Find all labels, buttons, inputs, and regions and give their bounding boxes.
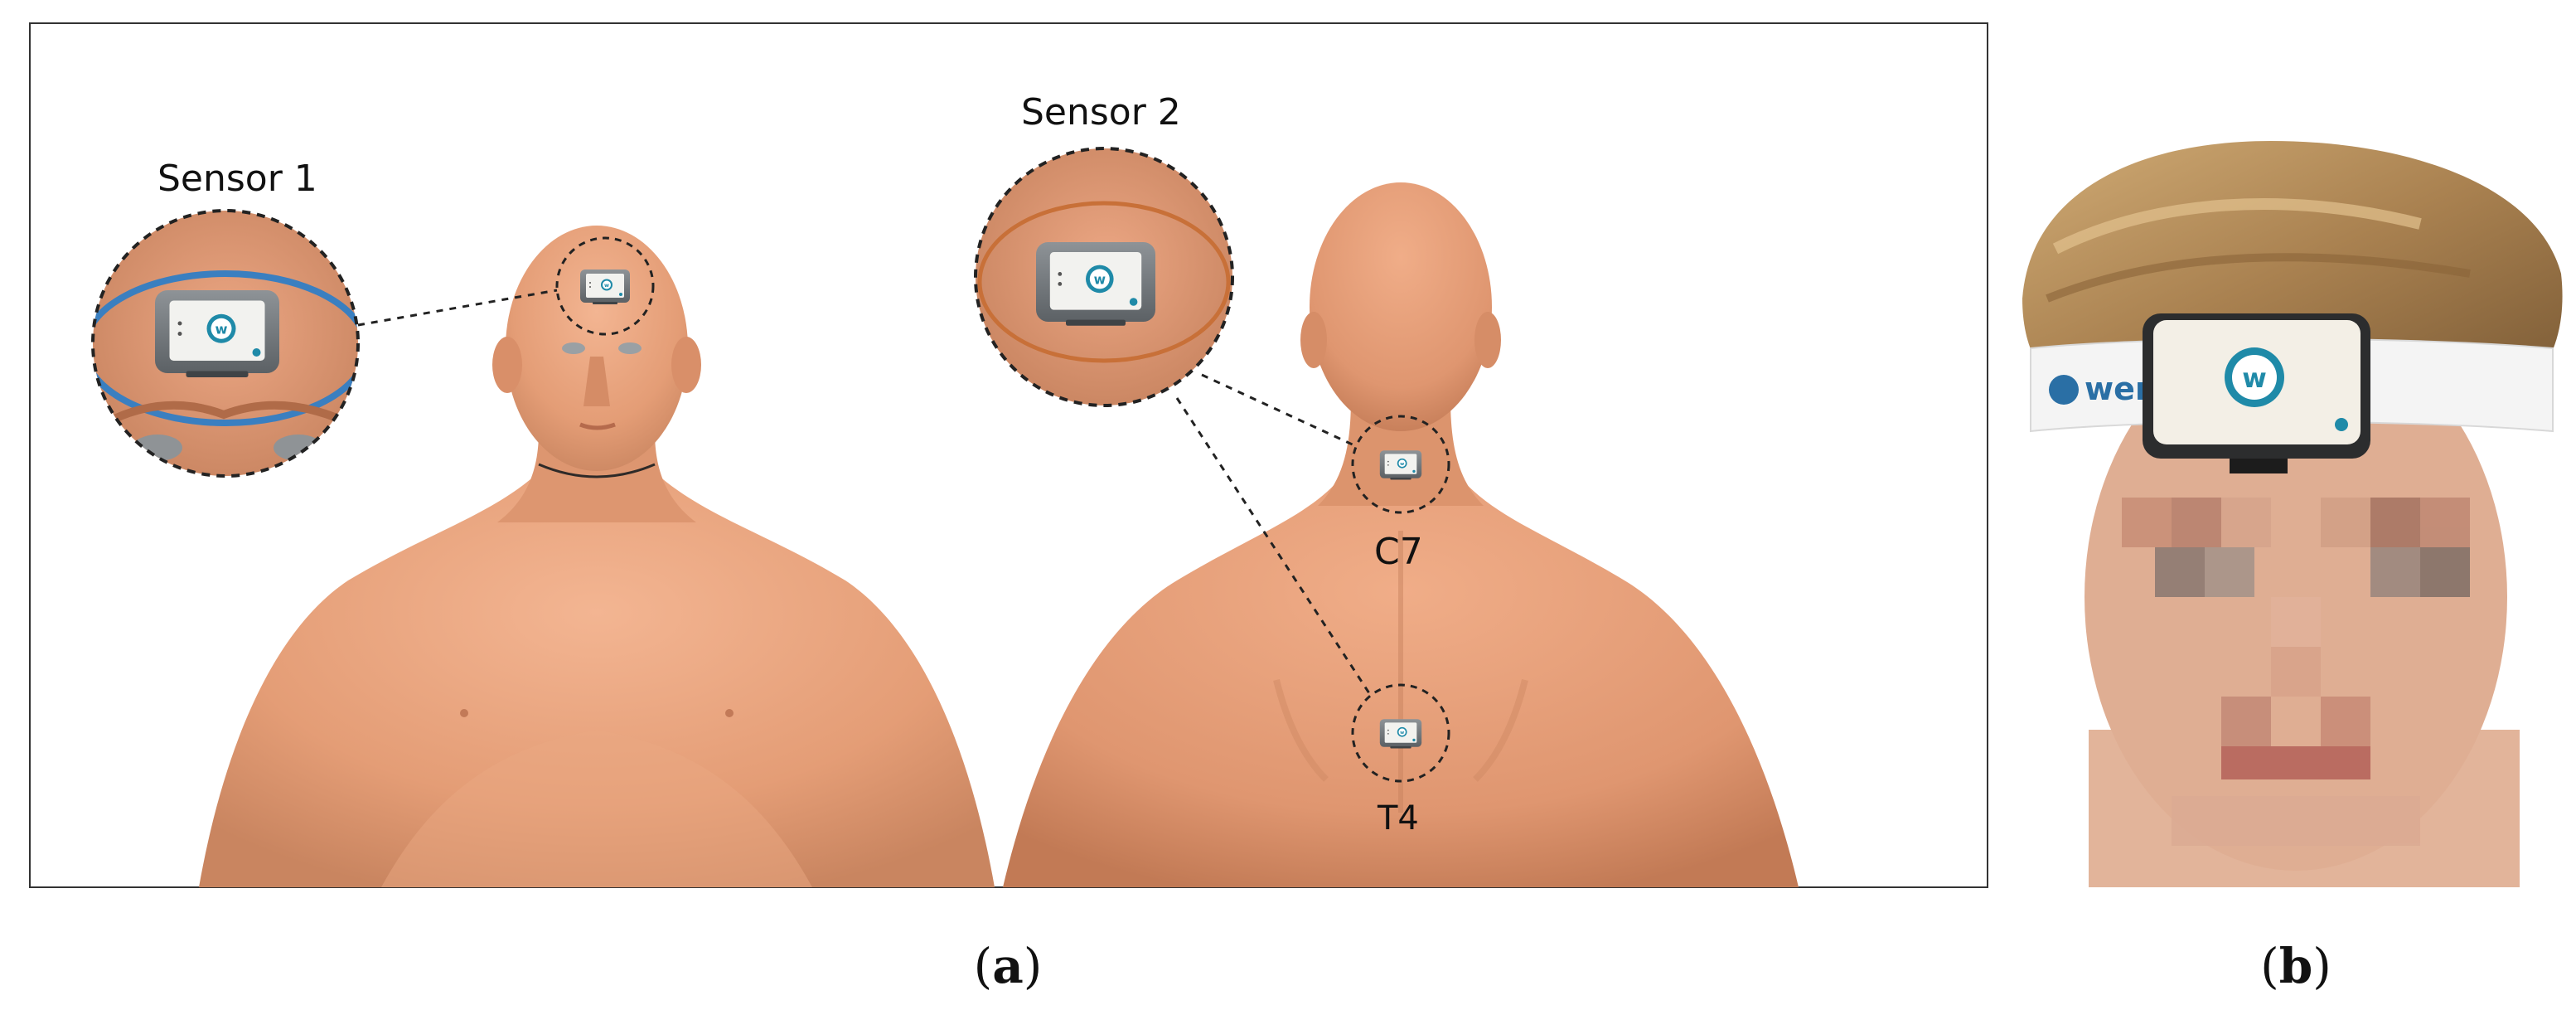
headband-photo: weriu w — [2006, 116, 2576, 887]
sensor-2-zoom-circle — [974, 147, 1234, 407]
caption-b: (b) — [2260, 938, 2331, 994]
svg-text:w: w — [2242, 362, 2267, 394]
front-head — [506, 226, 688, 471]
forehead-sensor-ring — [555, 236, 655, 336]
front-body-figure — [199, 226, 995, 887]
front-forehead-sensor — [580, 269, 630, 304]
c7-sensor — [1379, 450, 1422, 480]
caption-a: (a) — [974, 938, 1043, 994]
sensor-1-zoom-circle — [91, 209, 360, 478]
t4-sensor-ring — [1351, 683, 1450, 783]
back-body-figure — [1003, 182, 1799, 887]
pixelated-face-blur — [2122, 498, 2470, 846]
c7-label: C7 — [1374, 531, 1423, 573]
sensor-2-connector-c7 — [1201, 373, 1357, 448]
t4-sensor — [1379, 719, 1422, 749]
sensor-1-label: Sensor 1 — [157, 158, 317, 200]
back-head — [1310, 182, 1492, 431]
c7-sensor-ring — [1351, 415, 1450, 514]
t4-label: T4 — [1377, 799, 1419, 838]
sensor-2-label: Sensor 2 — [1021, 91, 1181, 134]
sensor-2-connector-t4 — [1175, 397, 1371, 694]
